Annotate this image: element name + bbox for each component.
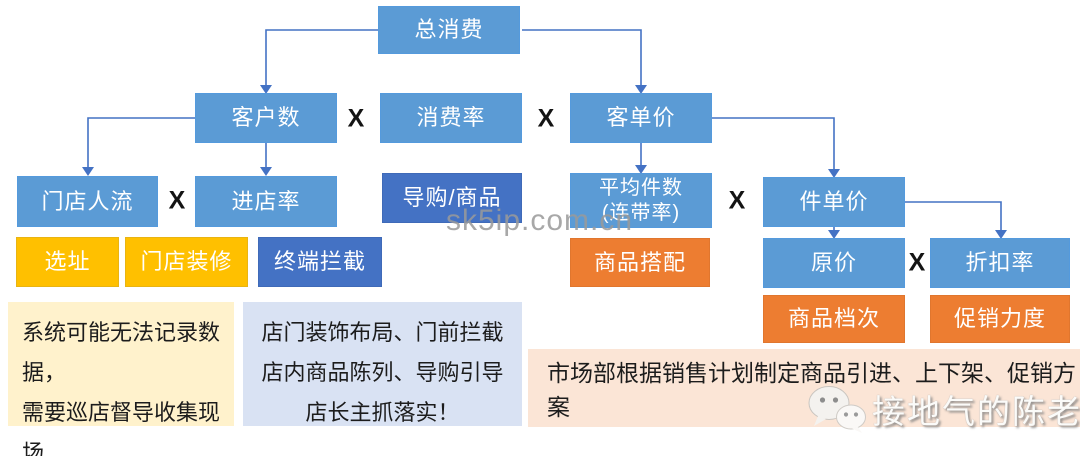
node-product-grade: 商品档次: [763, 295, 905, 343]
note-middle-line: 店门装饰布局、门前拦截: [261, 320, 504, 345]
note-right-text: 市场部根据销售计划制定商品引进、上下架、促销方案: [547, 360, 1076, 420]
node-consumption-rate: 消费率: [380, 93, 522, 143]
node-customer-count: 客户数: [195, 93, 337, 143]
node-avg-items: 平均件数 (连带率): [570, 173, 712, 228]
node-avg-ticket-price: 客单价: [570, 93, 712, 143]
note-left: 系统可能无法记录数据， 需要巡店督导收集现场 信息，再做复盘: [8, 302, 234, 456]
node-terminal-interception: 终端拦截: [258, 237, 382, 287]
watermark-center: sk5ip.com.cn: [446, 204, 634, 237]
watermark-bottom-right: 接地气的陈老师: [806, 384, 1080, 434]
note-middle-line: 店长主抓落实！: [305, 400, 460, 425]
node-product-matching: 商品搭配: [570, 238, 710, 287]
multiply-sign: X: [347, 104, 365, 133]
wechat-icon: [808, 386, 866, 433]
node-discount-rate: 折扣率: [930, 238, 1070, 288]
node-total-consumption: 总消费: [378, 6, 520, 54]
node-promotion-strength: 促销力度: [930, 295, 1070, 343]
node-item-unit-price: 件单价: [763, 177, 905, 227]
multiply-sign: X: [168, 186, 186, 215]
node-guide-product: 导购/商品: [382, 173, 522, 223]
note-left-line: 系统可能无法记录数据，: [22, 320, 221, 385]
note-left-line: 需要巡店督导收集现场: [22, 400, 221, 456]
multiply-sign: X: [728, 186, 746, 215]
watermark-author-text: 接地气的陈老师: [872, 393, 1080, 430]
multiply-sign: X: [537, 104, 555, 133]
multiply-sign: X: [908, 248, 926, 277]
node-original-price: 原价: [763, 238, 905, 288]
node-site-selection: 选址: [16, 237, 119, 287]
note-middle: 店门装饰布局、门前拦截 店内商品陈列、导购引导 店长主抓落实！: [243, 302, 522, 426]
node-entry-rate: 进店率: [195, 176, 337, 227]
note-right: 市场部根据销售计划制定商品引进、上下架、促销方案: [528, 349, 1080, 427]
node-store-decoration: 门店装修: [125, 237, 248, 287]
node-store-traffic: 门店人流: [17, 176, 158, 227]
note-middle-line: 店内商品陈列、导购引导: [261, 360, 504, 385]
